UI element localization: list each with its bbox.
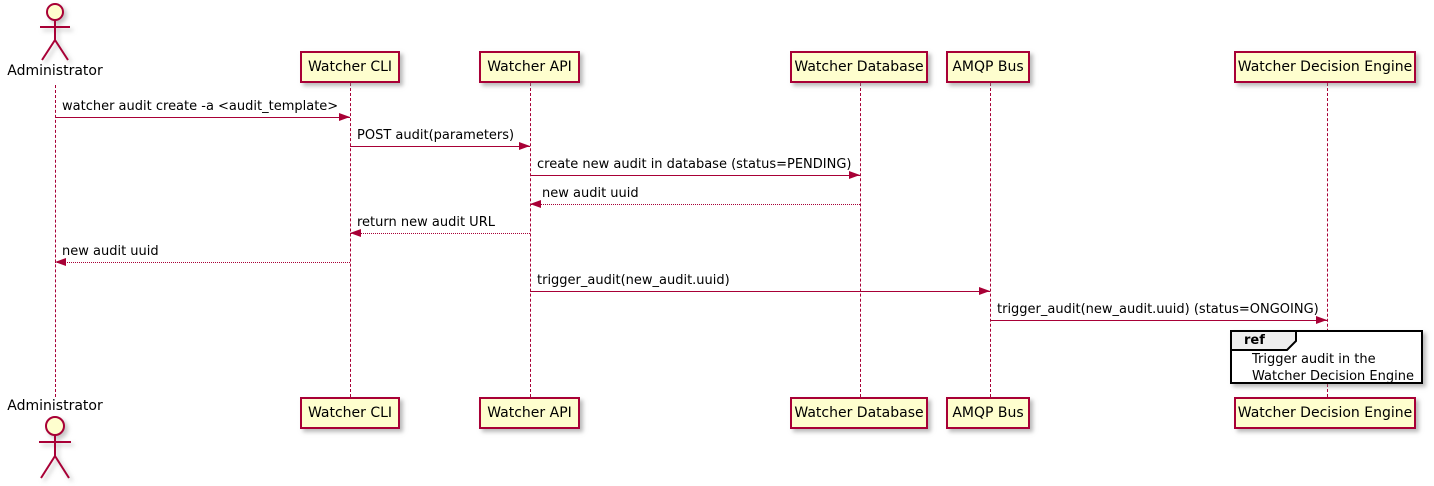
- lifeline-administrator: [55, 85, 56, 397]
- arrowhead-icon: [519, 141, 530, 150]
- lifeline-watcher-database: [860, 83, 861, 397]
- participant-label: Watcher API: [487, 59, 572, 75]
- message-line: [55, 117, 350, 118]
- message-line: [350, 233, 530, 234]
- participant-label: Watcher Database: [794, 405, 924, 421]
- participant-label: Watcher CLI: [307, 405, 393, 421]
- arrowhead-icon: [339, 112, 350, 121]
- participant-box-watcher-api-bottom: Watcher API: [479, 397, 580, 429]
- participant-box-watcher-api: Watcher API: [479, 51, 580, 83]
- ref-body-text: Trigger audit in the Watcher Decision En…: [1252, 351, 1414, 385]
- lifeline-watcher-api: [530, 83, 531, 397]
- message-line: [530, 291, 990, 292]
- ref-fragment: ref Trigger audit in the Watcher Decisio…: [1230, 330, 1423, 384]
- participant-label: Watcher Database: [794, 59, 924, 75]
- message-line: [530, 175, 860, 176]
- participant-box-watcher-database-bottom: Watcher Database: [790, 397, 928, 429]
- ref-line: Trigger audit in the: [1252, 352, 1376, 367]
- participant-label: Watcher Decision Engine: [1237, 405, 1413, 421]
- message-label: trigger_audit(new_audit.uuid) (status=ON…: [997, 302, 1319, 317]
- message-label: watcher audit create -a <audit_template>: [62, 99, 339, 114]
- participant-label: Watcher API: [487, 405, 572, 421]
- message-line: [990, 320, 1327, 321]
- ref-keyword-label: ref: [1244, 333, 1265, 348]
- lifeline-amqp-bus: [990, 83, 991, 397]
- participant-box-amqp-bus-bottom: AMQP Bus: [946, 397, 1030, 429]
- message-label: POST audit(parameters): [357, 128, 515, 143]
- participant-box-watcher-database: Watcher Database: [790, 51, 928, 83]
- actor-icon: [35, 2, 75, 68]
- arrowhead-icon: [849, 170, 860, 179]
- message-line: [530, 204, 860, 205]
- participant-label: AMQP Bus: [952, 405, 1024, 421]
- lifeline-watcher-cli: [350, 83, 351, 397]
- arrowhead-icon: [55, 257, 66, 266]
- actor-icon: [35, 414, 75, 486]
- participant-box-watcher-decision-engine-bottom: Watcher Decision Engine: [1234, 397, 1416, 429]
- arrowhead-icon: [1316, 315, 1327, 324]
- arrowhead-icon: [979, 286, 990, 295]
- participant-label: AMQP Bus: [952, 59, 1024, 75]
- message-line: [350, 146, 530, 147]
- participant-label: Watcher Decision Engine: [1237, 59, 1413, 75]
- participant-box-watcher-cli-bottom: Watcher CLI: [300, 397, 400, 429]
- participant-label: Watcher CLI: [307, 59, 393, 75]
- message-label: new audit uuid: [542, 186, 639, 201]
- actor-label-bottom: Administrator: [7, 398, 103, 414]
- actor-label-top: Administrator: [7, 63, 103, 79]
- message-line: [55, 262, 350, 263]
- arrowhead-icon: [530, 199, 541, 208]
- message-label: return new audit URL: [357, 215, 495, 230]
- participant-box-watcher-cli: Watcher CLI: [300, 51, 400, 83]
- message-label: new audit uuid: [62, 244, 159, 259]
- participant-box-amqp-bus: AMQP Bus: [946, 51, 1030, 83]
- message-label: trigger_audit(new_audit.uuid): [537, 273, 730, 288]
- participant-box-watcher-decision-engine: Watcher Decision Engine: [1234, 51, 1416, 83]
- ref-tab: [1230, 330, 1298, 355]
- message-label: create new audit in database (status=PEN…: [537, 157, 852, 172]
- lifeline-watcher-decision-engine: [1327, 83, 1328, 397]
- ref-line: Watcher Decision Engine: [1252, 369, 1414, 384]
- arrowhead-icon: [350, 228, 361, 237]
